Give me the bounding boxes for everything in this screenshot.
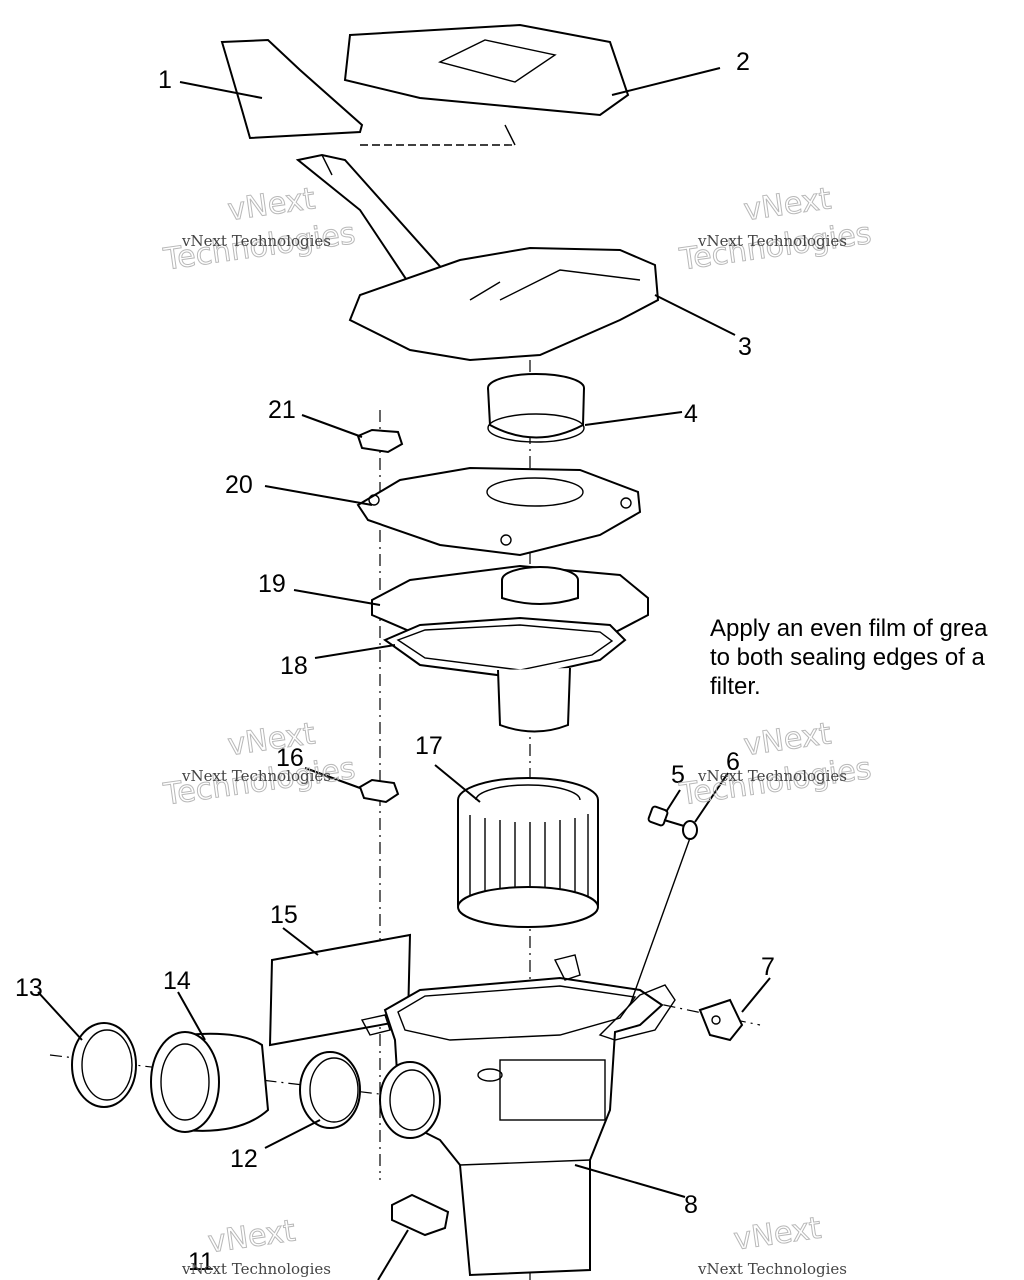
svg-text:vNext: vNext	[226, 181, 318, 228]
svg-text:vNext Technologies: vNext Technologies	[697, 232, 847, 250]
callout-21: 21	[268, 396, 296, 424]
watermark-bottom-left: vNext vNext Technologies	[181, 1213, 331, 1278]
callout-5: 5	[671, 761, 685, 789]
part-12-clamp	[299, 1051, 361, 1129]
callout-15: 15	[270, 901, 298, 929]
part-20-top-plate	[356, 466, 642, 557]
watermark-top-right: vNext Technologies vNext Technologies	[676, 181, 874, 278]
part-4-coupler	[487, 373, 585, 443]
note-line-2: to both sealing edges of a	[710, 644, 986, 671]
watermark-mid-right: vNext Technologies vNext Technologies	[676, 716, 874, 813]
svg-text:vNext Technologies: vNext Technologies	[697, 1260, 847, 1278]
callout-20: 20	[225, 471, 253, 499]
inlet-centerline	[49, 1054, 431, 1101]
callout-18: 18	[280, 652, 308, 680]
callout-4: 4	[684, 400, 698, 428]
part-11-block	[391, 1193, 450, 1237]
watermark-bottom-right: vNext vNext Technologies	[697, 1210, 847, 1278]
svg-text:vNext Technologies: vNext Technologies	[181, 767, 331, 785]
leader-lines	[37, 67, 771, 1280]
watermark-mid-left: vNext Technologies vNext Technologies	[160, 716, 358, 813]
part-21-nut	[356, 428, 404, 454]
callout-6: 6	[726, 748, 740, 776]
callout-7: 7	[761, 953, 775, 981]
note-line-3: filter.	[710, 673, 761, 700]
svg-text:vNext Technologies: vNext Technologies	[697, 767, 847, 785]
part-1-foam-pad	[220, 38, 364, 140]
callout-labels: 1 2 3 4 5 6 7 8 11 12 13 14 15 16 17 18 …	[15, 48, 775, 1276]
callout-8: 8	[684, 1191, 698, 1219]
callout-1: 1	[158, 66, 172, 94]
callout-12: 12	[230, 1145, 258, 1173]
callout-19: 19	[258, 570, 286, 598]
svg-text:vNext: vNext	[206, 1213, 298, 1260]
callout-14: 14	[163, 967, 191, 995]
airbox-inlet	[379, 1061, 441, 1139]
part-2-foam-cover	[343, 23, 630, 146]
svg-text:vNext Technologies: vNext Technologies	[181, 1260, 331, 1278]
svg-text:vNext Technologies: vNext Technologies	[181, 232, 331, 250]
callout-11: 11	[188, 1248, 214, 1276]
callout-2: 2	[736, 48, 750, 76]
watermark-top-left: vNext Technologies vNext Technologies	[160, 181, 358, 278]
callout-16: 16	[276, 744, 304, 772]
callout-17: 17	[415, 732, 443, 760]
part-18-gasket	[382, 616, 627, 733]
part-5-bolt	[647, 805, 685, 827]
part-7-clip	[698, 998, 744, 1042]
grease-note: Apply an even film of grea to both seali…	[710, 615, 988, 700]
part-17-filter	[457, 777, 599, 928]
svg-text:vNext: vNext	[742, 181, 834, 228]
callout-13: 13	[15, 974, 43, 1002]
part-16-nut	[358, 778, 400, 804]
part-3-intake-cover	[295, 153, 660, 362]
note-line-1: Apply an even film of grea	[710, 615, 988, 642]
part-14-duct	[150, 1031, 270, 1133]
part-13-ring	[71, 1022, 137, 1108]
callout-3: 3	[738, 333, 752, 361]
svg-text:vNext: vNext	[742, 716, 834, 763]
part-6-washer	[682, 820, 698, 840]
svg-text:vNext: vNext	[732, 1211, 824, 1258]
